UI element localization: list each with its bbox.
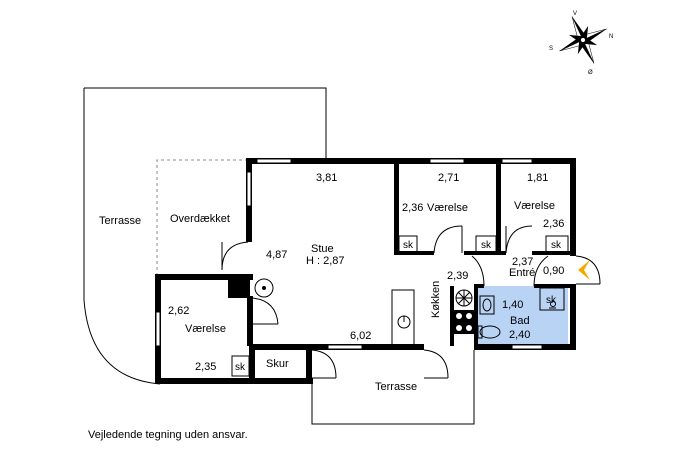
- vaer3-depth: 2,62: [168, 305, 189, 317]
- bad-depth: 2,40: [509, 329, 530, 341]
- overdaekket-label: Overdækket: [170, 213, 230, 225]
- compass-v: V: [573, 11, 577, 17]
- terrasse-west-label: Terrasse: [99, 215, 141, 227]
- compass-o: Ø: [588, 70, 593, 76]
- windows: [155, 158, 543, 350]
- vaer3-label: Værelse: [185, 323, 226, 335]
- terrasse-west-outline: [83, 87, 327, 385]
- overdaekket-outline: [156, 159, 249, 276]
- entre-depth: 2,37: [512, 256, 533, 268]
- vaer1-width: 2,71: [438, 172, 459, 184]
- vaer3-width: 2,35: [195, 361, 216, 373]
- stue-depth: 4,87: [266, 249, 287, 261]
- room-labels: Terrasse Overdækket 3,81 Stue H : 2,87 4…: [99, 172, 564, 393]
- bad-width: 1,40: [502, 299, 523, 311]
- vaer2-depth: 2,36: [543, 218, 564, 230]
- closet-label: sk: [481, 240, 492, 251]
- vaer1-label: Værelse: [427, 202, 468, 214]
- terrasse-south-outline: [311, 350, 475, 425]
- vaer2-width: 1,81: [527, 172, 548, 184]
- closet-label: sk: [235, 362, 246, 373]
- entrance-arrow-icon: [578, 260, 590, 280]
- skur-label: Skur: [266, 358, 289, 370]
- koekken-label: Køkken: [430, 281, 442, 318]
- disclaimer-text: Vejledende tegning uden ansvar.: [88, 429, 248, 441]
- compass-n: N: [609, 34, 613, 40]
- koekken-width: 2,39: [447, 270, 468, 282]
- terrasse-south-label: Terrasse: [375, 381, 417, 393]
- closets: sk sk sk sk sk: [231, 235, 569, 377]
- stue-label: Stue: [311, 243, 334, 255]
- closet-label: sk: [546, 295, 557, 306]
- closet-label: sk: [403, 240, 414, 251]
- entre-label: Entré: [509, 267, 535, 279]
- doors: [221, 225, 601, 379]
- vaer2-label: Værelse: [514, 200, 555, 212]
- compass-rose: V N S Ø: [549, 11, 613, 76]
- fixtures: [254, 278, 558, 347]
- stue-south-dim: 6,02: [350, 330, 371, 342]
- entre-width: 0,90: [543, 265, 564, 277]
- vaer1-depth: 2,36: [402, 202, 423, 214]
- bad-label: Bad: [510, 315, 530, 327]
- stue-height: H : 2,87: [306, 255, 345, 267]
- compass-s: S: [549, 46, 553, 52]
- stue-width: 3,81: [316, 172, 337, 184]
- closet-label: sk: [551, 240, 562, 251]
